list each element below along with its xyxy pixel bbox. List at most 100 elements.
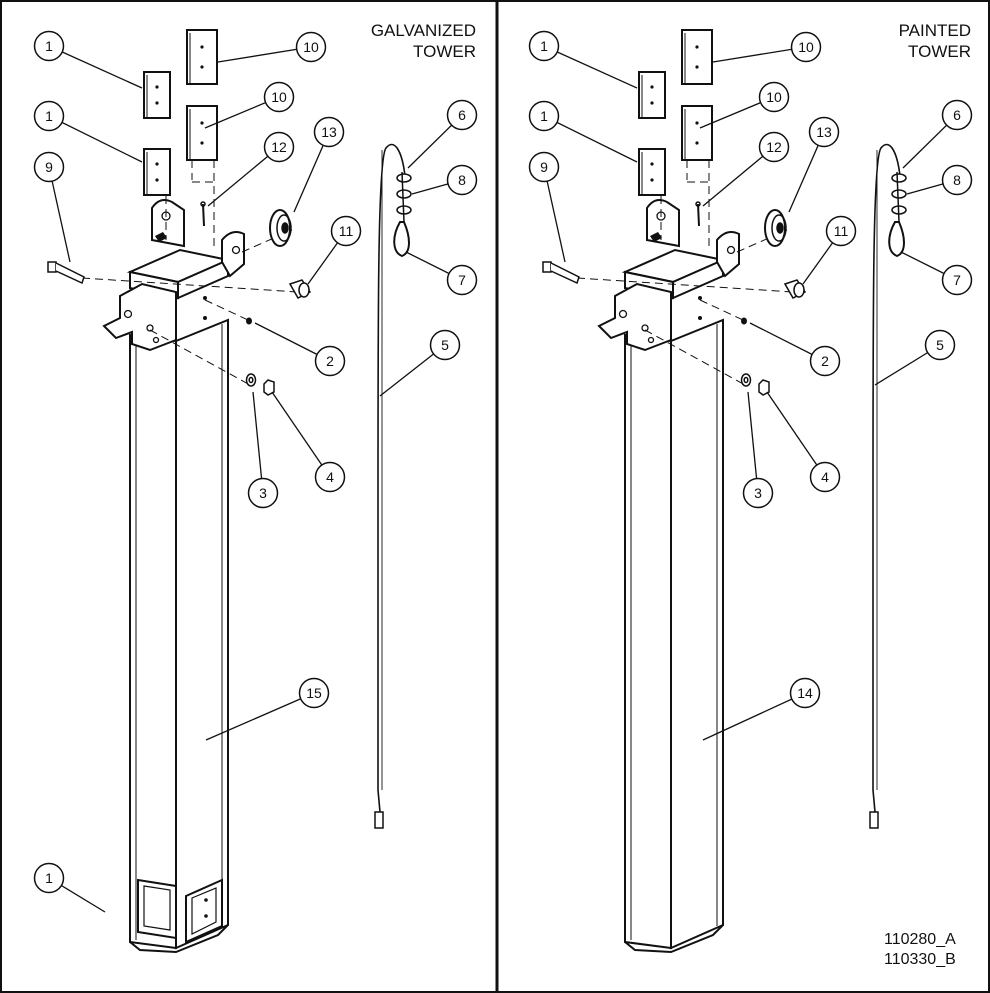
cable-5 (377, 143, 406, 813)
plate-face (143, 148, 171, 196)
lug-left (151, 199, 185, 248)
callout-number: 6 (953, 107, 961, 123)
callout-5: 5 (379, 329, 461, 397)
callout-number: 1 (45, 870, 53, 886)
callout-circle (941, 264, 973, 296)
plate-hole (155, 178, 159, 182)
callout-number: 12 (766, 139, 782, 155)
lug-right (716, 231, 740, 278)
bushing-11 (783, 279, 807, 299)
callout-number: 6 (458, 107, 466, 123)
callout-13: 13 (293, 116, 345, 213)
callout-circle (33, 862, 65, 894)
callout-circle (742, 477, 774, 509)
cable-upper (401, 171, 405, 223)
set-screw-2 (246, 317, 252, 325)
lug-hole (231, 245, 241, 255)
clevis-pin-12 (697, 203, 700, 227)
plate-face (681, 29, 713, 85)
tube-bottom (624, 924, 724, 954)
callout-circle (446, 164, 478, 196)
set-screw-2 (741, 317, 747, 325)
plate-hole (200, 65, 204, 69)
callout-number: 13 (816, 124, 832, 140)
cable-clamp-8 (891, 189, 907, 199)
callout-circle (314, 461, 346, 493)
plate-face (638, 71, 666, 119)
bolt-head (542, 261, 552, 273)
bracket-hole (123, 309, 133, 319)
callout-number: 5 (936, 337, 944, 353)
callout-number: 4 (821, 469, 829, 485)
pulley-groove (276, 214, 292, 242)
leader-line (766, 391, 826, 478)
plate-face (186, 29, 218, 85)
nut-4 (263, 379, 275, 396)
callout-12: 12 (702, 131, 790, 207)
pulley-13 (269, 209, 292, 247)
painted-tower-title: PAINTED TOWER (899, 20, 971, 62)
lug-right (221, 231, 245, 278)
callout-2: 2 (749, 322, 841, 377)
callout-number: 9 (45, 159, 53, 175)
callout-number: 11 (834, 223, 849, 239)
tower-column (597, 199, 740, 954)
exploded-parts (542, 29, 907, 829)
callout-circle (941, 164, 973, 196)
document-codes: 110280_A 110330_B (884, 930, 956, 970)
callout-number: 10 (303, 39, 319, 55)
callout-8: 8 (906, 164, 973, 196)
callout-circle (809, 345, 841, 377)
callout-number: 2 (326, 353, 334, 369)
callout-circle (295, 31, 327, 63)
cable-clamp-8 (396, 173, 412, 183)
leader-line (543, 115, 638, 163)
bolt-shank (55, 262, 85, 285)
plate-hole (200, 121, 204, 125)
callout-circle (809, 461, 841, 493)
pin-head (155, 232, 167, 242)
plate-hole (650, 85, 654, 89)
pulley-rim (269, 209, 291, 247)
cap-side (177, 258, 229, 300)
pulley-hub (776, 222, 784, 234)
plate-hole (650, 178, 654, 182)
leader-line (48, 45, 143, 89)
leader-line (702, 692, 806, 741)
callout-circle (789, 677, 821, 709)
leader-line (543, 166, 566, 263)
tube-left-face (129, 333, 177, 950)
base-recess-right (185, 878, 223, 944)
callout-circle (446, 99, 478, 131)
bracket-hole (146, 324, 154, 332)
callout-number: 5 (441, 337, 449, 353)
callout-circle (758, 81, 790, 113)
leader-line (48, 115, 143, 163)
callout-10: 10 (217, 31, 327, 63)
cable-clamp-8 (891, 173, 907, 183)
bracket-hole (641, 324, 649, 332)
tube-left-face (624, 333, 672, 950)
callout-circle (33, 151, 65, 183)
callout-circle (446, 264, 478, 296)
bushing-end (793, 282, 805, 298)
callout-10: 10 (712, 31, 822, 63)
assembly-path (644, 329, 746, 386)
side-bracket (102, 282, 177, 352)
callout-1: 1 (33, 100, 143, 163)
base-hole (204, 914, 208, 918)
callout-number: 14 (797, 685, 813, 701)
title-line-2: TOWER (908, 42, 971, 61)
cable-clamp-8 (396, 189, 412, 199)
pulley-groove (771, 214, 787, 242)
bolt-head (47, 261, 57, 273)
plate-hole (695, 45, 699, 49)
plate-hole (650, 101, 654, 105)
cable-assembly (374, 143, 412, 829)
callout-circle (924, 329, 956, 361)
callout-number: 13 (321, 124, 337, 140)
cable-end-fitting (869, 811, 879, 829)
document-code-b: 110330_B (884, 951, 956, 968)
